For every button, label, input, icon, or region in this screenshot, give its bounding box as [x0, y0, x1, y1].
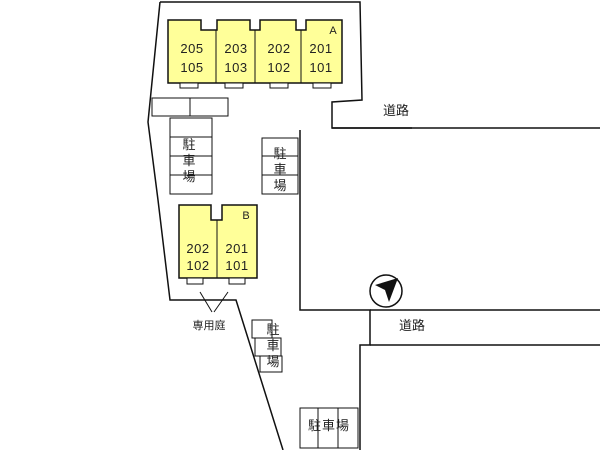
- building-b: [178, 204, 258, 279]
- building-a-steps: [179, 82, 332, 89]
- unit-a-4-upper: 201: [309, 41, 333, 56]
- unit-a-1-upper: 205: [180, 41, 204, 56]
- parking-left: [169, 117, 213, 195]
- private-garden-label: 専用庭: [192, 319, 226, 332]
- east-boundary: [299, 130, 371, 450]
- parking-center-label: 駐車場: [273, 147, 287, 194]
- unit-a-4-lower: 101: [309, 60, 333, 75]
- unit-b-1-lower: 102: [186, 258, 210, 273]
- unit-b-2-lower: 101: [225, 258, 249, 273]
- parking-left-label: 駐車場: [182, 138, 196, 185]
- unit-a-2-upper: 203: [224, 41, 248, 56]
- building-a-label: A: [329, 25, 337, 37]
- parking-lower: [251, 319, 283, 373]
- storage-boxes: [151, 97, 229, 117]
- unit-b-2-upper: 201: [225, 241, 249, 256]
- building-b-label: B: [242, 210, 250, 222]
- unit-a-3-lower: 102: [267, 60, 291, 75]
- parking-bottom: [299, 407, 359, 449]
- site-boundary-left: [147, 1, 284, 450]
- unit-a-1-lower: 105: [180, 60, 204, 75]
- private-garden-lines: [199, 291, 229, 313]
- unit-b-1-upper: 202: [186, 241, 210, 256]
- road-lower-label: 道路: [398, 319, 425, 334]
- unit-a-2-lower: 103: [224, 60, 248, 75]
- unit-a-3-upper: 202: [267, 41, 291, 56]
- parking-bottom-label: 駐車場: [307, 419, 350, 434]
- north-arrow-icon: [369, 274, 403, 308]
- road-upper-label: 道路: [382, 104, 409, 119]
- building-b-steps: [186, 277, 246, 285]
- parking-center: [261, 137, 299, 195]
- parking-lower-label: 駐車場: [266, 323, 280, 370]
- building-a-dividers: [215, 30, 302, 83]
